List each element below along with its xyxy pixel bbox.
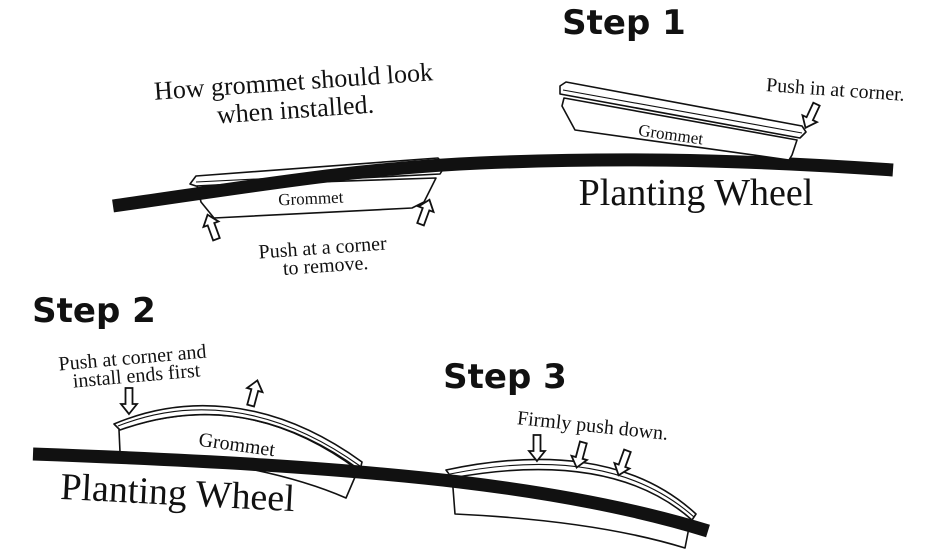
planting-wheel-bottom (32, 447, 710, 538)
arrow-up-icon (416, 198, 435, 227)
caption-remove-line2: to remove. (282, 252, 369, 280)
arrow-up-icon (202, 213, 221, 242)
step-1-heading: Step 1 (562, 3, 686, 43)
panel-step2-step3: Grommet Push at corner and install ends … (32, 291, 710, 549)
caption-push-in-corner: Push in at corner. (765, 74, 905, 106)
step-3-heading: Step 3 (443, 357, 567, 397)
wheel-label-bottom: Planting Wheel (59, 466, 296, 520)
arrow-down-icon (569, 440, 589, 469)
grommet-label-installed: Grommet (278, 188, 344, 210)
planting-wheel-top (112, 153, 894, 213)
panel-installed-and-step1: Grommet Grommet How grommet should look … (112, 3, 905, 280)
arrow-down-icon (527, 434, 547, 463)
step-2-heading: Step 2 (32, 291, 156, 331)
arrow-down-icon (119, 387, 139, 416)
arrow-down-left-icon (801, 101, 821, 130)
step1-grommet: Grommet (559, 81, 807, 161)
wheel-label-top: Planting Wheel (579, 172, 814, 214)
arrow-up-icon (245, 379, 265, 408)
arrow-down-icon (613, 448, 632, 477)
